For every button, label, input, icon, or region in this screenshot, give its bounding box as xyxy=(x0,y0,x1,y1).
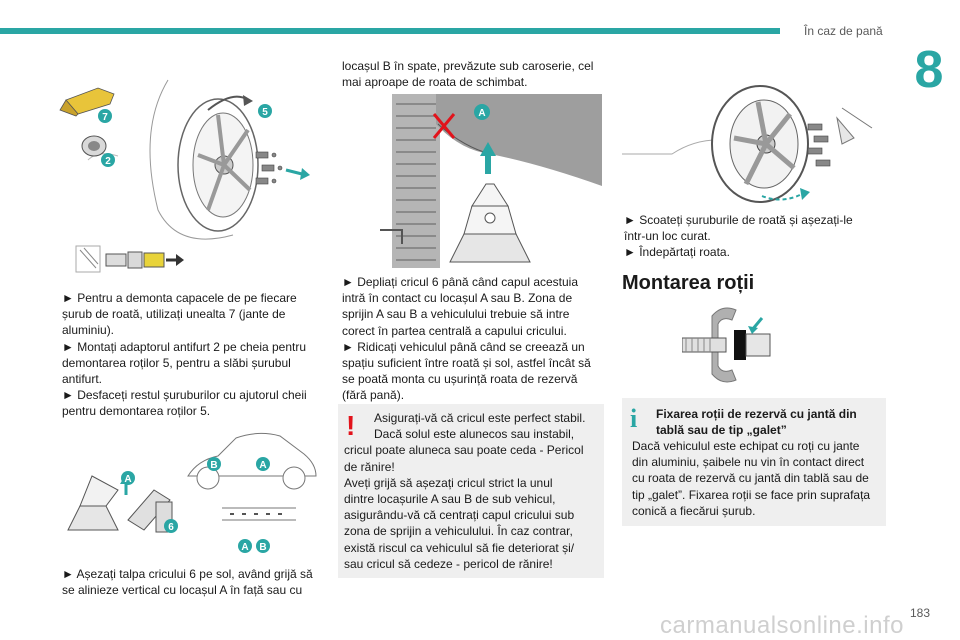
info-title: Fixarea roții de rezervă cu jantă din ta… xyxy=(656,406,878,438)
wheel-removal-figure xyxy=(622,58,884,204)
warning-line10: sau cricul să cedeze - pericol de rănire… xyxy=(344,556,553,571)
direction-arrow-icon xyxy=(800,188,810,200)
bolts-illustration xyxy=(255,151,283,185)
jack-contact-figure: A xyxy=(340,94,602,268)
info-line2: din aluminiu, șaibele nu vin în contact … xyxy=(632,455,865,470)
section-heading: Montarea roții xyxy=(622,272,755,294)
info-title-line1: Fixarea roții de rezervă cu jantă din xyxy=(656,407,857,421)
col1-para2-line2: se alinieze vertical cu locașul A în faț… xyxy=(62,583,303,598)
warning-line8: zona de sprijin a vehiculului. În caz co… xyxy=(344,524,573,539)
label-a-sill-badge xyxy=(238,539,252,553)
col1-para1-line7: ► Desfaceți restul șuruburilor cu ajutor… xyxy=(62,388,307,403)
info-line3: cu roata de rezervă cu jantă din tablă s… xyxy=(632,471,869,486)
wheel-illustration xyxy=(149,79,259,240)
col3-para-line3: ► Îndepărtați roata. xyxy=(624,245,730,260)
col1-para1-line4: ► Montați adaptorul antifurt 2 pe cheia … xyxy=(62,339,307,354)
col1-para1-line3: aluminiu). xyxy=(62,323,115,338)
col1-para2-line1: ► Așezați talpa cricului 6 pe sol, având… xyxy=(62,567,313,581)
col2-intro-line1: locașul B în spate, prevăzute sub carose… xyxy=(342,59,594,73)
label-b-sill-badge xyxy=(256,539,270,553)
up-arrow-icon xyxy=(480,142,496,156)
tyre-illustration xyxy=(392,94,440,268)
warning-line3: cricul poate aluneca sau poate ceda - Pe… xyxy=(344,443,584,458)
col1-para1-line8: pentru demontarea roților 5. xyxy=(62,404,211,419)
label-b-car-badge xyxy=(256,457,270,471)
info-line4: tip „galet”. Fixarea roții se face prin … xyxy=(632,487,871,502)
col1-para1-line2: șurub de roată, utilizați unealta 7 (jan… xyxy=(62,307,286,322)
direction-arrow-icon xyxy=(300,168,310,180)
label-a-jack-badge xyxy=(121,471,135,485)
col2-para-line4: corect în partea centrală a capului cric… xyxy=(342,323,567,338)
bolts-illustration xyxy=(807,123,831,167)
jack-illustration xyxy=(67,475,173,533)
col3-para-line1: ► Scoateți șuruburile de roată și așezaț… xyxy=(624,213,853,227)
label-2-badge xyxy=(101,153,115,167)
label-a-sill: A xyxy=(241,542,248,553)
label-6-badge xyxy=(164,519,178,533)
warning-line5: Aveți grijă să așezați cricul strict la … xyxy=(344,475,553,490)
info-line5: conică a fiecărui șurub. xyxy=(632,503,756,518)
col1-para1-line1: ► Pentru a demonta capacele de pe fiecar… xyxy=(62,291,297,305)
sill-detail-illustration xyxy=(222,507,296,521)
wheel-bolt-removal-figure: 7 2 5 xyxy=(59,79,310,273)
label-a-jack: A xyxy=(124,474,131,485)
jack-illustration xyxy=(380,183,531,263)
col2-para-line3: sprijin A sau B a vehiculului trebuie să… xyxy=(342,307,570,322)
label-b-sill: B xyxy=(259,542,266,553)
label-a-car: B xyxy=(210,460,217,471)
warning-line4: de rănire! xyxy=(344,459,395,474)
label-a-badge xyxy=(474,104,490,120)
spare-wheel-bolt-figure xyxy=(682,300,792,390)
adapter-inset-illustration xyxy=(75,245,184,273)
col2-para-line6: spațiu suficient între roată și sol, ast… xyxy=(342,356,591,371)
info-icon: i xyxy=(630,404,638,433)
warning-line2: Dacă solul este alunecos sau instabil, xyxy=(374,427,575,442)
warning-line7: asigurându-vă că centrați capul cricului… xyxy=(344,508,575,523)
col2-para-line5: ► Ridicați vehiculul până când se creeaz… xyxy=(342,339,585,354)
label-a: A xyxy=(478,108,485,119)
antitheft-adapter-illustration xyxy=(81,135,107,157)
info-box: i Fixarea roții de rezervă cu jantă din … xyxy=(622,398,886,526)
label-2: 2 xyxy=(105,156,111,167)
warning-line6: dintre locașurile A sau B de sub vehicul… xyxy=(344,492,556,507)
jack-placement-figure: A 6 B A A B xyxy=(58,420,320,556)
label-6: 6 xyxy=(168,522,174,533)
label-7-badge xyxy=(98,109,112,123)
wheel-illustration xyxy=(711,85,809,203)
label-5-badge xyxy=(258,104,272,118)
label-5: 5 xyxy=(262,107,268,118)
watermark: carmanualsonline.info xyxy=(660,612,904,639)
col3-para-line2: într-un loc curat. xyxy=(624,229,711,244)
label-a-car-badge xyxy=(207,457,221,471)
exclamation-icon: ! xyxy=(346,410,356,441)
warning-line9: există riscul ca vehiculul să fie deteri… xyxy=(344,540,575,555)
info-title-line2: tablă sau de tip „galet” xyxy=(656,423,787,437)
col1-para1-line5: demontarea roților 5, pentru a slăbi șur… xyxy=(62,355,291,370)
tool-7-illustration xyxy=(59,87,115,117)
warning-text: Asigurați-vă că cricul este perfect stab… xyxy=(344,410,600,572)
page-number: 183 xyxy=(910,606,931,620)
info-text: Dacă vehiculul este echipat cu roți cu j… xyxy=(632,438,880,519)
header-accent-bar xyxy=(0,28,780,34)
warning-box: ! Asigurați-vă că cricul este perfect st… xyxy=(338,404,604,578)
col2-para-line8: (fără pană). xyxy=(342,388,405,403)
col1-para1-line6: antifurt. xyxy=(62,372,103,387)
col2-para-line2: intră în contact cu locașul A sau B. Zon… xyxy=(342,291,573,306)
chapter-number: 8 xyxy=(898,40,960,100)
incorrect-position-cross-icon xyxy=(432,113,456,139)
label-b-car: A xyxy=(259,460,266,471)
section-header: În caz de pană xyxy=(804,24,883,38)
label-7: 7 xyxy=(102,112,108,123)
col2-para-line7: se poată monta cu ușurință roata de reze… xyxy=(342,372,578,387)
info-line1: Dacă vehiculul este echipat cu roți cu j… xyxy=(632,439,860,453)
col2-para-line1: ► Depliați cricul 6 până când capul aces… xyxy=(342,275,579,289)
arrow-icon xyxy=(748,326,758,334)
col2-intro-line2: mai aproape de roata de schimbat. xyxy=(342,75,528,90)
warning-line1: Asigurați-vă că cricul este perfect stab… xyxy=(374,411,586,425)
